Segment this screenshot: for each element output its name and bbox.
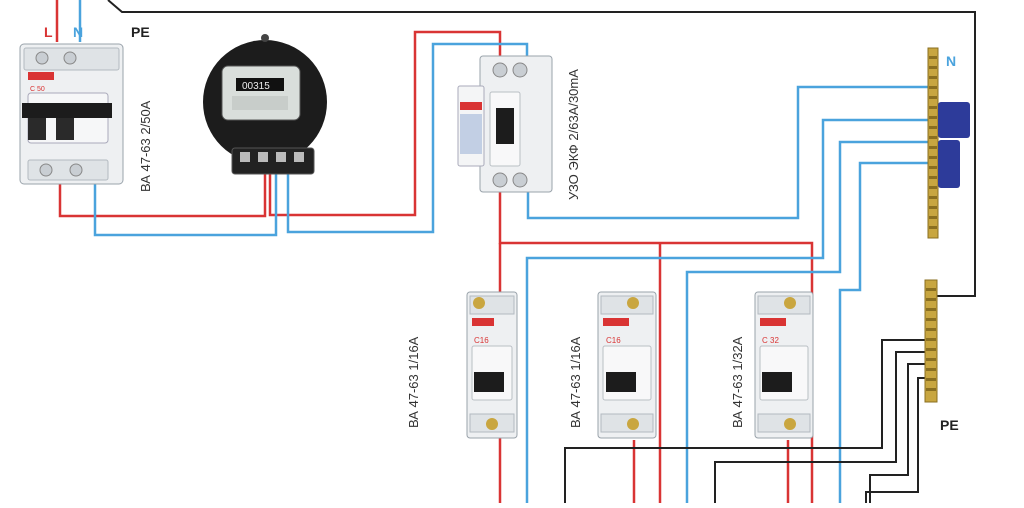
rcd-label: УЗО ЭКФ 2/63А/30mA <box>566 69 581 200</box>
breaker-1-label: ВА 47-63 1/16А <box>406 336 421 428</box>
meter-reading: 00315 <box>242 81 270 92</box>
neutral-line3-wire <box>838 161 932 503</box>
terminal-bus-icon <box>924 279 938 403</box>
single-pole-breaker-icon <box>466 291 518 439</box>
terminal-bus-icon <box>927 47 970 239</box>
electricity-meter-icon <box>203 34 327 175</box>
breaker-2: C16 ВА 47-63 1/16А <box>568 291 657 439</box>
earth-supply-wire <box>107 0 976 297</box>
breaker-1: C16 ВА 47-63 1/16А <box>406 291 518 439</box>
phase-meter-to-rcd-wire <box>268 30 502 217</box>
earth-wires <box>107 0 976 503</box>
phase-label: L <box>44 24 53 40</box>
neutral-meter-to-rcd-wire <box>286 42 529 234</box>
earth-bus: PE <box>924 279 959 433</box>
meter: 00315 <box>203 34 327 175</box>
single-pole-breaker-icon <box>754 291 814 439</box>
two-pole-breaker-icon <box>19 43 124 185</box>
earth-bus-label: PE <box>940 417 959 433</box>
phase-wires <box>55 0 814 503</box>
breaker-3-badge: C 32 <box>762 336 779 345</box>
neutral-bus: N <box>927 47 970 239</box>
breaker-1-badge: C16 <box>474 336 489 345</box>
neutral-line2-wire <box>685 140 932 503</box>
breaker-2-label: ВА 47-63 1/16А <box>568 336 583 428</box>
main-breaker-badge: C 50 <box>30 86 45 93</box>
breaker-3-label: ВА 47-63 1/32А <box>730 336 745 428</box>
earth-bus-screws <box>926 288 936 391</box>
neutral-label: N <box>73 24 83 40</box>
neutral-line1-wire <box>525 118 932 503</box>
neutral-breaker-to-meter-wire <box>93 172 278 237</box>
earth-label: PE <box>131 24 150 40</box>
earth-spare-wire <box>865 377 932 503</box>
phase-breaker-to-meter-wire <box>58 172 267 218</box>
neutral-bus-screws <box>929 56 937 229</box>
earth-line3-wire <box>869 363 932 503</box>
breaker-2-badge: C16 <box>606 336 621 345</box>
breaker-3: C 32 ВА 47-63 1/32А <box>730 291 814 439</box>
earth-line2-wire <box>714 351 932 503</box>
main-breaker-label: ВА 47-63 2/50А <box>138 100 153 192</box>
earth-line1-wire <box>564 339 932 503</box>
neutral-wires <box>78 0 932 503</box>
rcd-icon <box>457 55 553 193</box>
rcd: УЗО ЭКФ 2/63А/30mA <box>457 55 581 200</box>
neutral-bus-label: N <box>946 53 956 69</box>
single-pole-breaker-icon <box>597 291 657 439</box>
neutral-rcd-to-bus-wire <box>526 85 932 220</box>
main-breaker: C 50 ВА 47-63 2/50А <box>19 43 153 192</box>
